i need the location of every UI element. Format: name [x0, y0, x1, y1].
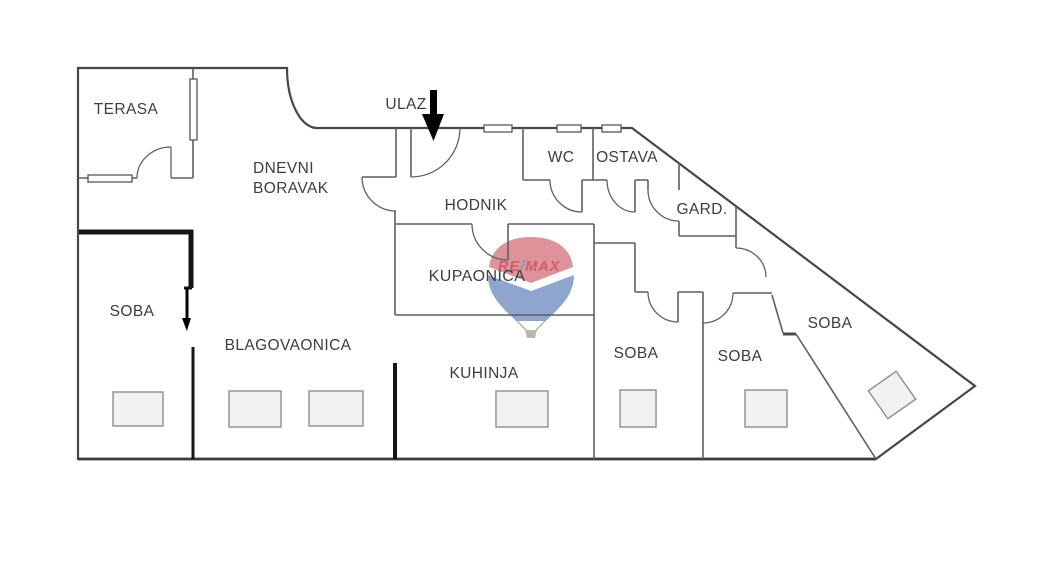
room-label-soba-corner: SOBA — [808, 315, 853, 332]
furniture-rect — [308, 390, 364, 427]
window-rect — [87, 174, 133, 183]
furniture-rect-rotated — [867, 370, 917, 420]
remax-balloon-logo: RE/MAX — [488, 237, 574, 338]
thick-walls — [79, 229, 397, 459]
inner-walls — [78, 68, 877, 460]
furniture-rect — [112, 391, 164, 427]
room-label-hodnik: HODNIK — [445, 197, 508, 214]
windows — [87, 78, 622, 183]
room-label-blagovaonica: BLAGOVAONICA — [225, 337, 352, 354]
outer-walls — [76, 66, 977, 461]
room-label-gard: GARD. — [676, 201, 727, 218]
remax-logo-text: RE/MAX — [498, 259, 561, 275]
furniture-rect — [619, 389, 657, 428]
room-label-soba-left: SOBA — [110, 303, 155, 320]
furniture — [112, 370, 917, 428]
entrance-arrow — [422, 90, 444, 141]
balloon-top-red — [489, 237, 573, 283]
window-rect — [189, 78, 198, 141]
room-label-soba-mid-left: SOBA — [614, 345, 659, 362]
room-label-soba-mid-right: SOBA — [718, 348, 763, 365]
furniture-rect — [228, 390, 282, 428]
logo-re: RE — [498, 259, 520, 275]
furniture-rect — [744, 389, 788, 428]
balloon-ropes — [516, 320, 546, 331]
room-label-kuhinja: KUHINJA — [449, 365, 518, 382]
balloon-basket — [525, 330, 537, 338]
room-label-kupaonica: KUPAONICA — [429, 268, 526, 285]
window-rect — [483, 124, 513, 133]
balloon-bottom-blue — [488, 275, 574, 321]
room-label-ostava: OSTAVA — [596, 149, 658, 166]
room-label-ulaz: ULAZ — [385, 96, 426, 113]
logo-max: MAX — [525, 259, 561, 275]
room-label-wc: WC — [548, 149, 575, 166]
room-entry-arrow — [182, 288, 191, 331]
logo-slash: / — [519, 259, 526, 275]
room-labels: TERASA DNEVNI BORAVAK ULAZ WC OSTAVA GAR… — [94, 96, 853, 382]
furniture-rect — [495, 390, 549, 428]
window-rect — [601, 124, 622, 133]
room-label-dnevni-line1: DNEVNI — [253, 160, 314, 177]
room-label-terasa: TERASA — [94, 101, 159, 118]
door-arcs — [136, 127, 767, 324]
room-label-dnevni-line2: BORAVAK — [253, 180, 329, 197]
window-rect — [556, 124, 582, 133]
